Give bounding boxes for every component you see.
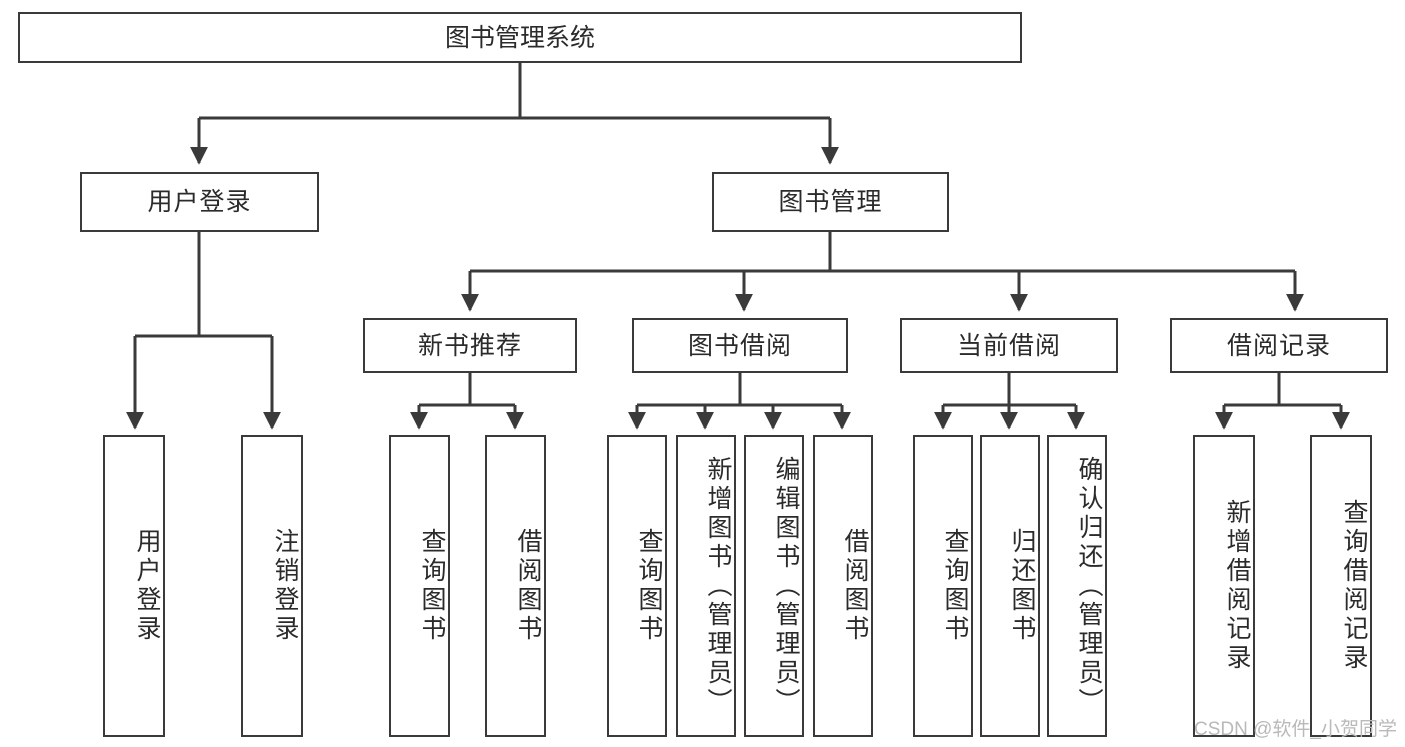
leaf-query-book-recommendation[interactable]: 查询图书 [389, 435, 450, 737]
node-label: 归还图书 [1008, 528, 1036, 644]
node-user-login[interactable]: 用户登录 [80, 172, 319, 232]
node-current-borrowing[interactable]: 当前借阅 [900, 318, 1118, 373]
node-label: 查询图书 [635, 528, 663, 644]
leaf-query-book-current[interactable]: 查询图书 [913, 435, 973, 737]
node-label: 查询图书 [941, 528, 969, 644]
leaf-user-login[interactable]: 用户登录 [103, 435, 165, 737]
node-root-book-management-system[interactable]: 图书管理系统 [18, 12, 1022, 63]
leaf-add-borrowing-record[interactable]: 新增借阅记录 [1193, 435, 1255, 737]
node-label: 借阅图书 [841, 528, 869, 644]
node-label: 借阅图书 [514, 528, 542, 644]
leaf-query-book-borrowing[interactable]: 查询图书 [607, 435, 667, 737]
node-book-management[interactable]: 图书管理 [712, 172, 949, 232]
leaf-query-borrowing-record[interactable]: 查询借阅记录 [1310, 435, 1372, 737]
node-label: 编辑图书（管理员） [772, 455, 800, 717]
leaf-edit-book-admin[interactable]: 编辑图书（管理员） [744, 435, 804, 737]
node-book-borrowing[interactable]: 图书借阅 [632, 318, 848, 373]
leaf-borrow-book-recommendation[interactable]: 借阅图书 [485, 435, 546, 737]
node-label: 确认归还（管理员） [1075, 455, 1103, 717]
node-label: 借阅记录 [1226, 331, 1331, 360]
node-label: 查询图书 [418, 528, 446, 644]
csdn-watermark: CSDN @软件_小贺同学 [1194, 719, 1397, 740]
node-label: 图书管理 [778, 188, 883, 216]
node-label: 图书借阅 [687, 331, 792, 360]
leaf-borrow-book-borrowing[interactable]: 借阅图书 [813, 435, 873, 737]
node-label: 图书管理系统 [444, 23, 595, 52]
node-label: 查询借阅记录 [1340, 499, 1368, 673]
leaf-logout-login[interactable]: 注销登录 [241, 435, 303, 737]
node-borrowing-record[interactable]: 借阅记录 [1170, 318, 1388, 373]
node-label: 用户登录 [133, 528, 161, 644]
node-label: 新增图书（管理员） [704, 455, 732, 717]
node-label: 用户登录 [147, 188, 252, 216]
node-label: 注销登录 [271, 528, 299, 644]
node-label: 当前借阅 [956, 331, 1061, 360]
leaf-confirm-return-admin[interactable]: 确认归还（管理员） [1047, 435, 1107, 737]
node-new-book-recommendation[interactable]: 新书推荐 [363, 318, 577, 373]
leaf-add-book-admin[interactable]: 新增图书（管理员） [676, 435, 736, 737]
leaf-return-book[interactable]: 归还图书 [980, 435, 1040, 737]
node-label: 新书推荐 [417, 331, 522, 360]
node-label: 新增借阅记录 [1223, 499, 1251, 673]
